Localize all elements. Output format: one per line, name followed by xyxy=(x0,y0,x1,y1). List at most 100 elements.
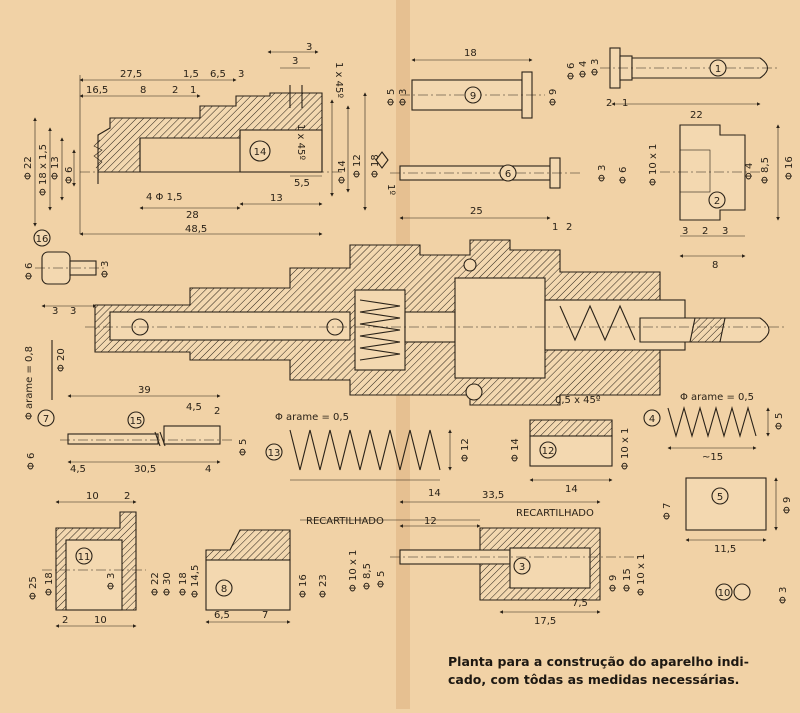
dim-14-d6: Φ 6 xyxy=(64,167,75,184)
dim-14-3c: 3 xyxy=(238,69,244,80)
caption-line-2: cado, com tôdas as medidas necessárias. xyxy=(448,672,739,687)
dim-2-d8-5: Φ 8,5 xyxy=(760,157,771,184)
part-9-number: 9 xyxy=(470,91,476,102)
part-1-number: 1 xyxy=(715,64,721,75)
dim-14-16-5: 16,5 xyxy=(86,85,108,96)
dim-14-2: 2 xyxy=(172,85,178,96)
dim-2-8: 8 xyxy=(712,260,718,271)
dim-14-d22: Φ 22 xyxy=(23,156,34,180)
dim-16-d6: Φ 6 xyxy=(24,263,35,280)
dim-12-d14: Φ 14 xyxy=(510,438,521,462)
dim-8-d18: Φ 18 xyxy=(178,572,189,596)
dim-12-14: 14 xyxy=(565,484,578,495)
dim-14-6-5: 6,5 xyxy=(210,69,226,80)
dim-11-10: 10 xyxy=(86,491,99,502)
part-7-number: 7 xyxy=(43,414,49,425)
dim-12-d10: Φ 10 x 1 xyxy=(620,428,631,470)
part-6-number: 6 xyxy=(505,169,511,180)
part-10-drawing: 10 Φ 3 xyxy=(715,583,789,604)
dim-14-4-holes: 4 Φ 1,5 xyxy=(146,192,183,203)
part-15-number: 15 xyxy=(130,416,143,427)
dim-1-d3: Φ 3 xyxy=(590,59,601,76)
part-14-number: 14 xyxy=(254,147,267,158)
dim-3-d8-5: Φ 8,5 xyxy=(362,563,373,590)
dim-2-2: 2 xyxy=(702,226,708,237)
chamfer-12: 0,5 x 45º xyxy=(555,395,601,406)
dim-11-2: 2 xyxy=(124,491,130,502)
dim-15-d6: Φ 6 xyxy=(26,453,37,470)
angle-14: 1º xyxy=(385,184,396,195)
dim-15-30-5: 30,5 xyxy=(134,464,156,475)
dim-8-d14-5: Φ 14,5 xyxy=(190,565,201,598)
dim-14-8: 8 xyxy=(140,85,146,96)
part-3-number: 3 xyxy=(519,562,525,573)
dim-2-3: 3 xyxy=(682,226,688,237)
dim-1-2: 2 xyxy=(606,98,612,109)
part-9-drawing: 18 Φ 5 Φ 3 Φ 9 9 xyxy=(386,48,559,119)
dim-8-d16: Φ 16 xyxy=(298,574,309,598)
dim-2-d4: Φ 4 xyxy=(744,163,755,180)
dim-3-d5: Φ 5 xyxy=(376,571,387,588)
dim-3-33-5: 33,5 xyxy=(482,490,504,501)
dim-3-14: 14 xyxy=(428,488,441,499)
part-16-drawing: 16 Φ 6 Φ 3 3 3 xyxy=(24,229,111,317)
dim-1-d6: Φ 6 xyxy=(566,63,577,80)
dim-14-d18b: Φ 18 xyxy=(370,154,381,178)
part-8-number: 8 xyxy=(221,584,227,595)
dim-3-d10: Φ 10 x 1 xyxy=(348,550,359,592)
dim-9-d9: Φ 9 xyxy=(548,89,559,106)
chamfer-14b: 1 x 45º xyxy=(295,124,306,160)
part-11-number: 11 xyxy=(78,552,91,563)
dim-3-17-5: 17,5 xyxy=(534,616,556,627)
knurl-label-left: RECARTILHADO xyxy=(306,516,384,527)
dim-3-d9: Φ 9 xyxy=(608,575,619,592)
dim-15-4-5b: 4,5 xyxy=(70,464,86,475)
dim-14-d12: Φ 12 xyxy=(352,154,363,178)
part-12-number: 12 xyxy=(542,446,555,457)
part-14-drawing: 14 3 3 27,5 1,5 6,5 3 16,5 8 2 1 Φ 22 Φ … xyxy=(23,42,396,236)
dim-15-4-5: 4,5 xyxy=(186,402,202,413)
dim-11-d18: Φ 18 xyxy=(44,572,55,596)
dim-14-d18: Φ 18 x 1,5 xyxy=(38,144,49,196)
dim-14-28: 28 xyxy=(186,210,199,221)
dim-13-d12: Φ 12 xyxy=(460,438,471,462)
dim-14-d14: Φ 14 xyxy=(337,160,348,184)
wire-7-label: Φ arame = 0,8 xyxy=(24,346,35,420)
part-2-drawing: 2 Φ 10 x 1 Φ 4 Φ 8,5 Φ 16 3 2 3 8 xyxy=(648,124,795,271)
dim-9-d5: Φ 5 xyxy=(386,89,397,106)
assembly-drawing xyxy=(85,239,785,406)
dim-16-3b: 3 xyxy=(70,306,76,317)
dim-14-3b: 3 xyxy=(292,56,298,67)
dim-14-d13: Φ 13 xyxy=(50,156,61,180)
dim-10-d3: Φ 3 xyxy=(778,587,789,604)
part-6-drawing: 6 25 1 2 Φ 3 Φ 6 xyxy=(390,157,629,233)
part-2-number: 2 xyxy=(714,196,720,207)
dim-3-d10b: Φ 10 x 1 xyxy=(636,554,647,596)
dim-14-27-5: 27,5 xyxy=(120,69,142,80)
dim-16-d3: Φ 3 xyxy=(100,261,111,278)
dim-15-2: 2 xyxy=(214,406,220,417)
dim-11-d30: Φ 30 xyxy=(162,572,173,596)
dim-1-22: 22 xyxy=(690,110,703,121)
part-1-drawing: 1 22 2 1 Φ 6 Φ 4 Φ 3 xyxy=(566,47,780,121)
part-13-number: 13 xyxy=(268,448,281,459)
dim-8-6-5: 6,5 xyxy=(214,610,230,621)
dim-14-1: 1 xyxy=(190,85,196,96)
dim-9-18: 18 xyxy=(464,48,477,59)
part-3-drawing: 3 14 33,5 12 Φ 10 x 1 Φ 8,5 Φ 5 Φ 9 Φ 15… xyxy=(300,488,647,627)
dim-14-3: 3 xyxy=(306,42,312,53)
dim-8-7: 7 xyxy=(262,610,268,621)
part-7-drawing: 7 Φ arame = 0,8 Φ 20 xyxy=(24,340,67,427)
dim-6-2: 2 xyxy=(566,222,572,233)
dim-2-d16: Φ 16 xyxy=(784,156,795,180)
dim-15-4: 4 xyxy=(205,464,211,475)
dim-3-12: 12 xyxy=(424,516,437,527)
part-11-drawing: 11 10 2 Φ 25 Φ 18 Φ 3 Φ 22 Φ 30 2 10 xyxy=(28,491,173,628)
dim-4-15: ~15 xyxy=(702,452,723,463)
part-16-number: 16 xyxy=(36,234,49,245)
chamfer-14a: 1 x 45º xyxy=(333,62,344,98)
dim-3-7-5: 7,5 xyxy=(572,598,588,609)
dim-6-1: 1 xyxy=(552,222,558,233)
